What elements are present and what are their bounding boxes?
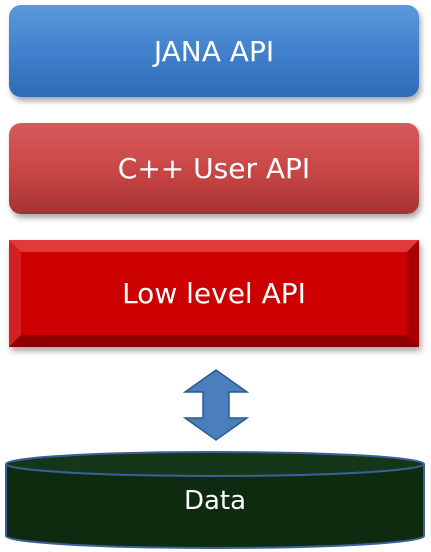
database-cylinder-icon [5,451,425,549]
data-label: Data [183,486,247,516]
cpp-user-api-label: C++ User API [117,152,311,185]
low-level-api-label: Low level API [122,277,306,310]
jana-api-box: JANA API [9,5,419,97]
cpp-user-api-box: C++ User API [9,123,419,214]
low-level-api-box: Low level API [9,240,419,347]
double-arrow-icon [183,369,249,441]
jana-api-label: JANA API [153,34,275,68]
